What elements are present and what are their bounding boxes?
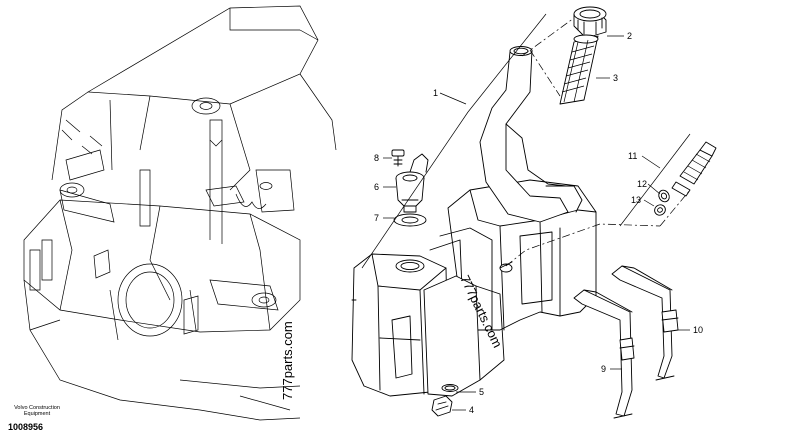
callout-8: 8 <box>374 153 379 163</box>
document-number: 1008956 <box>8 422 44 432</box>
callout-9: 9 <box>601 364 606 374</box>
breather-fitting <box>671 141 717 197</box>
watermark-left: 777parts.com <box>280 321 295 400</box>
callout-12: 12 <box>637 179 647 189</box>
tank-strap-10 <box>611 265 679 381</box>
fuel-tank <box>351 46 597 397</box>
filler-strainer <box>559 34 599 105</box>
callout-10: 10 <box>693 325 703 335</box>
callout-labels: 1 2 3 4 5 6 7 8 9 10 11 12 13 <box>374 31 703 415</box>
manufacturer-label: Volvo Construction Equipment <box>14 405 60 417</box>
fitting-washer-12 <box>658 189 670 203</box>
tank-strap-9 <box>573 289 635 419</box>
fuel-level-sender <box>395 153 429 213</box>
callout-6: 6 <box>374 182 379 192</box>
callout-13: 13 <box>631 195 641 205</box>
callout-1: 1 <box>433 88 438 98</box>
callout-3: 3 <box>613 73 618 83</box>
fitting-washer-13 <box>654 204 666 216</box>
mounting-screw <box>391 149 405 167</box>
filler-cap <box>573 6 607 39</box>
callout-4: 4 <box>469 405 474 415</box>
callout-7: 7 <box>374 213 379 223</box>
sender-gasket <box>393 213 427 227</box>
callout-11: 11 <box>628 151 637 161</box>
o-ring <box>441 384 459 392</box>
callout-5: 5 <box>479 387 484 397</box>
machine-frame-drawing <box>23 5 337 421</box>
callout-2: 2 <box>627 31 632 41</box>
drain-plug <box>431 395 453 417</box>
leader-lines <box>361 13 691 411</box>
